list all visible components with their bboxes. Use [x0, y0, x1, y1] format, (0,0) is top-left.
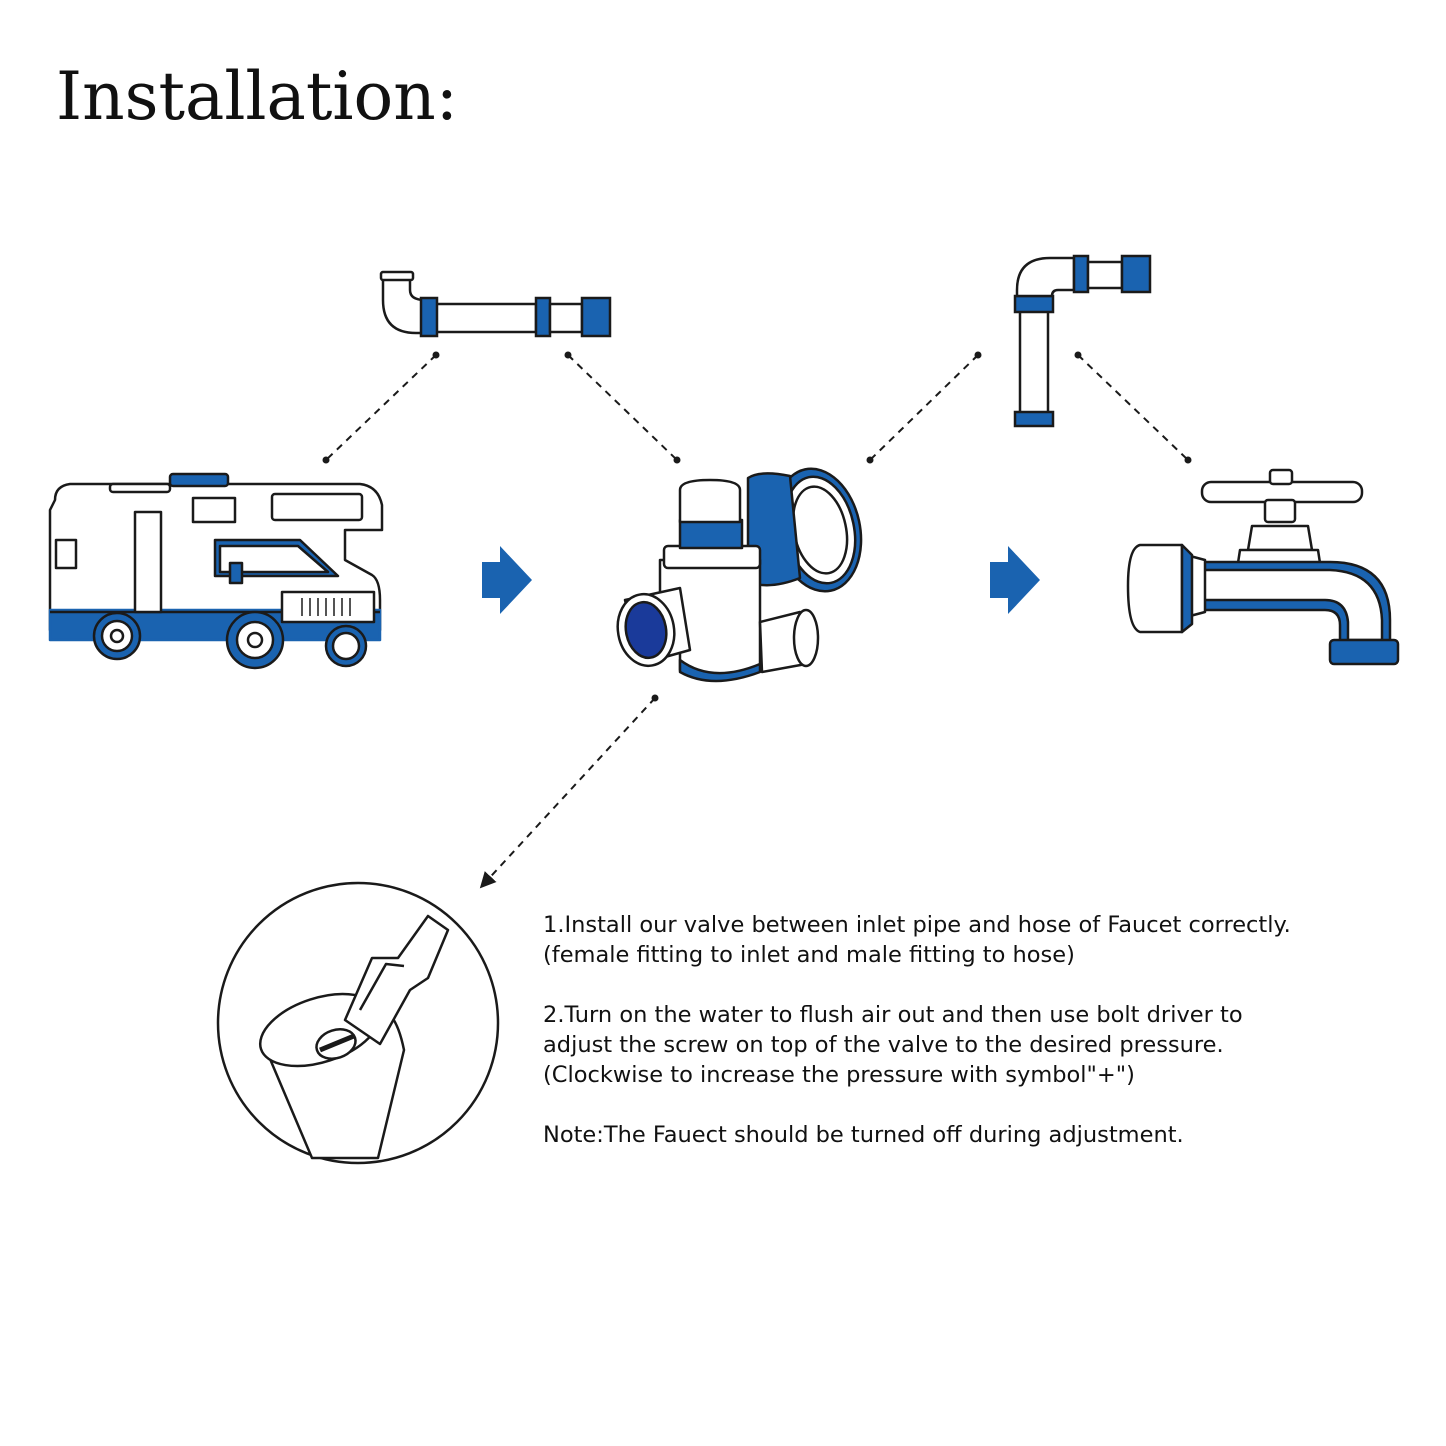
- step-1-line-1: 1.Install our valve between inlet pipe a…: [543, 912, 1291, 938]
- arrow-right-icon: [482, 546, 532, 614]
- faucet-icon: [1126, 468, 1400, 666]
- instructions-panel: 1.Install our valve between inlet pipe a…: [543, 910, 1423, 1180]
- instruction-step-1: 1.Install our valve between inlet pipe a…: [543, 910, 1423, 970]
- pressure-regulator-valve-icon: [616, 467, 863, 683]
- rv-icon: [48, 472, 384, 670]
- faucet-hose-icon: [1013, 254, 1152, 428]
- step-2-line-3: (Clockwise to increase the pressure with…: [543, 1062, 1135, 1088]
- connector-dots: [322, 351, 1192, 702]
- connector-lines: [325, 354, 1189, 889]
- screwdriver-adjust-icon: [216, 881, 500, 1165]
- step-2-line-1: 2.Turn on the water to flush air out and…: [543, 1002, 1243, 1028]
- arrow-right-icon: [990, 546, 1040, 614]
- inlet-hose-icon: [379, 270, 612, 338]
- instruction-step-2: 2.Turn on the water to flush air out and…: [543, 1000, 1423, 1090]
- step-2-line-2: adjust the screw on top of the valve to …: [543, 1032, 1224, 1058]
- instruction-note: Note:The Fauect should be turned off dur…: [543, 1122, 1184, 1148]
- page-title: Installation:: [56, 58, 458, 135]
- step-1-line-2: (female fitting to inlet and male fittin…: [543, 942, 1075, 968]
